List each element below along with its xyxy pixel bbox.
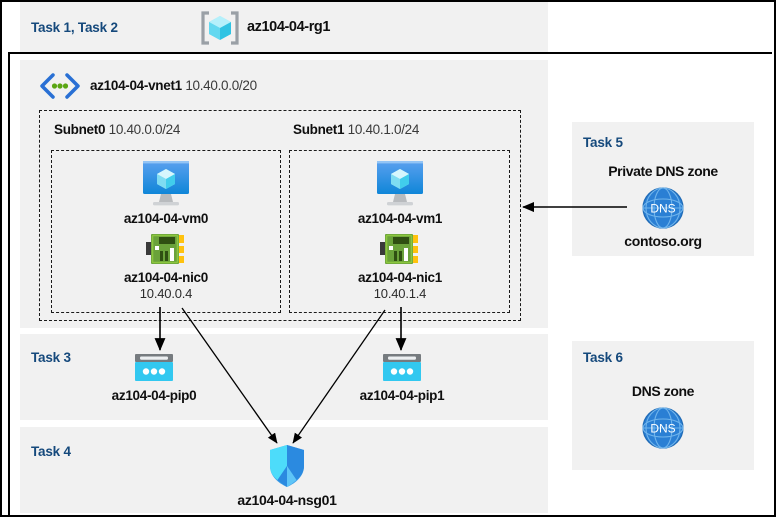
task3-label: Task 3 xyxy=(31,350,71,365)
network-interface-icon xyxy=(146,234,184,264)
subnets-container xyxy=(39,110,521,321)
resource-group-name: az104-04-rg1 xyxy=(247,19,331,35)
resource-group-boundary xyxy=(8,52,772,517)
dns-zone-node: DNS xyxy=(572,406,754,450)
vnet-heading: az104-04-vnet1 10.40.0.0/20 xyxy=(90,78,257,93)
task5-zone-name: contoso.org xyxy=(624,233,702,249)
task3-panel xyxy=(20,334,548,420)
virtual-machine-icon xyxy=(143,161,189,206)
resource-group-cube-icon xyxy=(200,11,240,45)
nic1-label: az104-04-nic1 xyxy=(358,270,442,285)
subnet0-heading: Subnet0 10.40.0.0/24 xyxy=(54,122,180,137)
svg-text:DNS: DNS xyxy=(650,422,675,436)
vm0-node: az104-04-vm0 xyxy=(106,159,226,226)
task4-label: Task 4 xyxy=(31,444,71,459)
vm1-label: az104-04-vm1 xyxy=(357,211,443,226)
nic0-ip: 10.40.0.4 xyxy=(139,286,193,301)
private-dns-zone-node: DNS contoso.org xyxy=(572,186,754,249)
vnet-address-space: 10.40.0.0/20 xyxy=(185,78,257,93)
network-security-group-shield-icon xyxy=(270,445,304,487)
subnet0-box xyxy=(51,150,281,313)
network-interface-icon xyxy=(380,234,418,264)
pip0-label: az104-04-pip0 xyxy=(111,388,197,403)
svg-text:DNS: DNS xyxy=(650,202,675,216)
task-1-2-label: Task 1, Task 2 xyxy=(31,20,118,35)
dns-zone-globe-icon: DNS xyxy=(642,187,684,229)
vm1-node: az104-04-vm1 xyxy=(340,159,460,226)
dns-zone-globe-icon: DNS xyxy=(642,407,684,449)
pip1-label: az104-04-pip1 xyxy=(359,388,445,403)
virtual-machine-icon xyxy=(377,161,423,206)
nic0-node: az104-04-nic0 10.40.0.4 xyxy=(106,232,226,301)
vnet-panel xyxy=(20,60,548,328)
subnet1-name: Subnet1 xyxy=(293,122,345,137)
subnet1-heading: Subnet1 10.40.1.0/24 xyxy=(293,122,419,137)
nic0-label: az104-04-nic0 xyxy=(124,270,208,285)
task5-title: Private DNS zone xyxy=(608,163,718,179)
task5-label: Task 5 xyxy=(583,135,623,150)
vnet-name: az104-04-vnet1 xyxy=(90,78,182,93)
public-ip-address-icon xyxy=(383,354,421,381)
vm0-label: az104-04-vm0 xyxy=(123,211,209,226)
virtual-network-icon xyxy=(38,72,82,100)
nsg-label: az104-04-nsg01 xyxy=(237,492,337,508)
subnet0-address-prefix: 10.40.0.0/24 xyxy=(108,122,181,137)
subnet1-box xyxy=(289,150,510,313)
task6-label: Task 6 xyxy=(583,350,623,365)
subnet0-name: Subnet0 xyxy=(54,122,106,137)
pip0-node: az104-04-pip0 xyxy=(94,352,214,403)
task6-title: DNS zone xyxy=(631,383,695,399)
subnet1-address-prefix: 10.40.1.0/24 xyxy=(347,122,420,137)
public-ip-address-icon xyxy=(135,354,173,381)
header-panel xyxy=(20,2,548,52)
nic1-ip: 10.40.1.4 xyxy=(373,286,427,301)
pip1-node: az104-04-pip1 xyxy=(342,352,462,403)
nic1-node: az104-04-nic1 10.40.1.4 xyxy=(340,232,460,301)
nsg-node: az104-04-nsg01 xyxy=(227,444,347,508)
